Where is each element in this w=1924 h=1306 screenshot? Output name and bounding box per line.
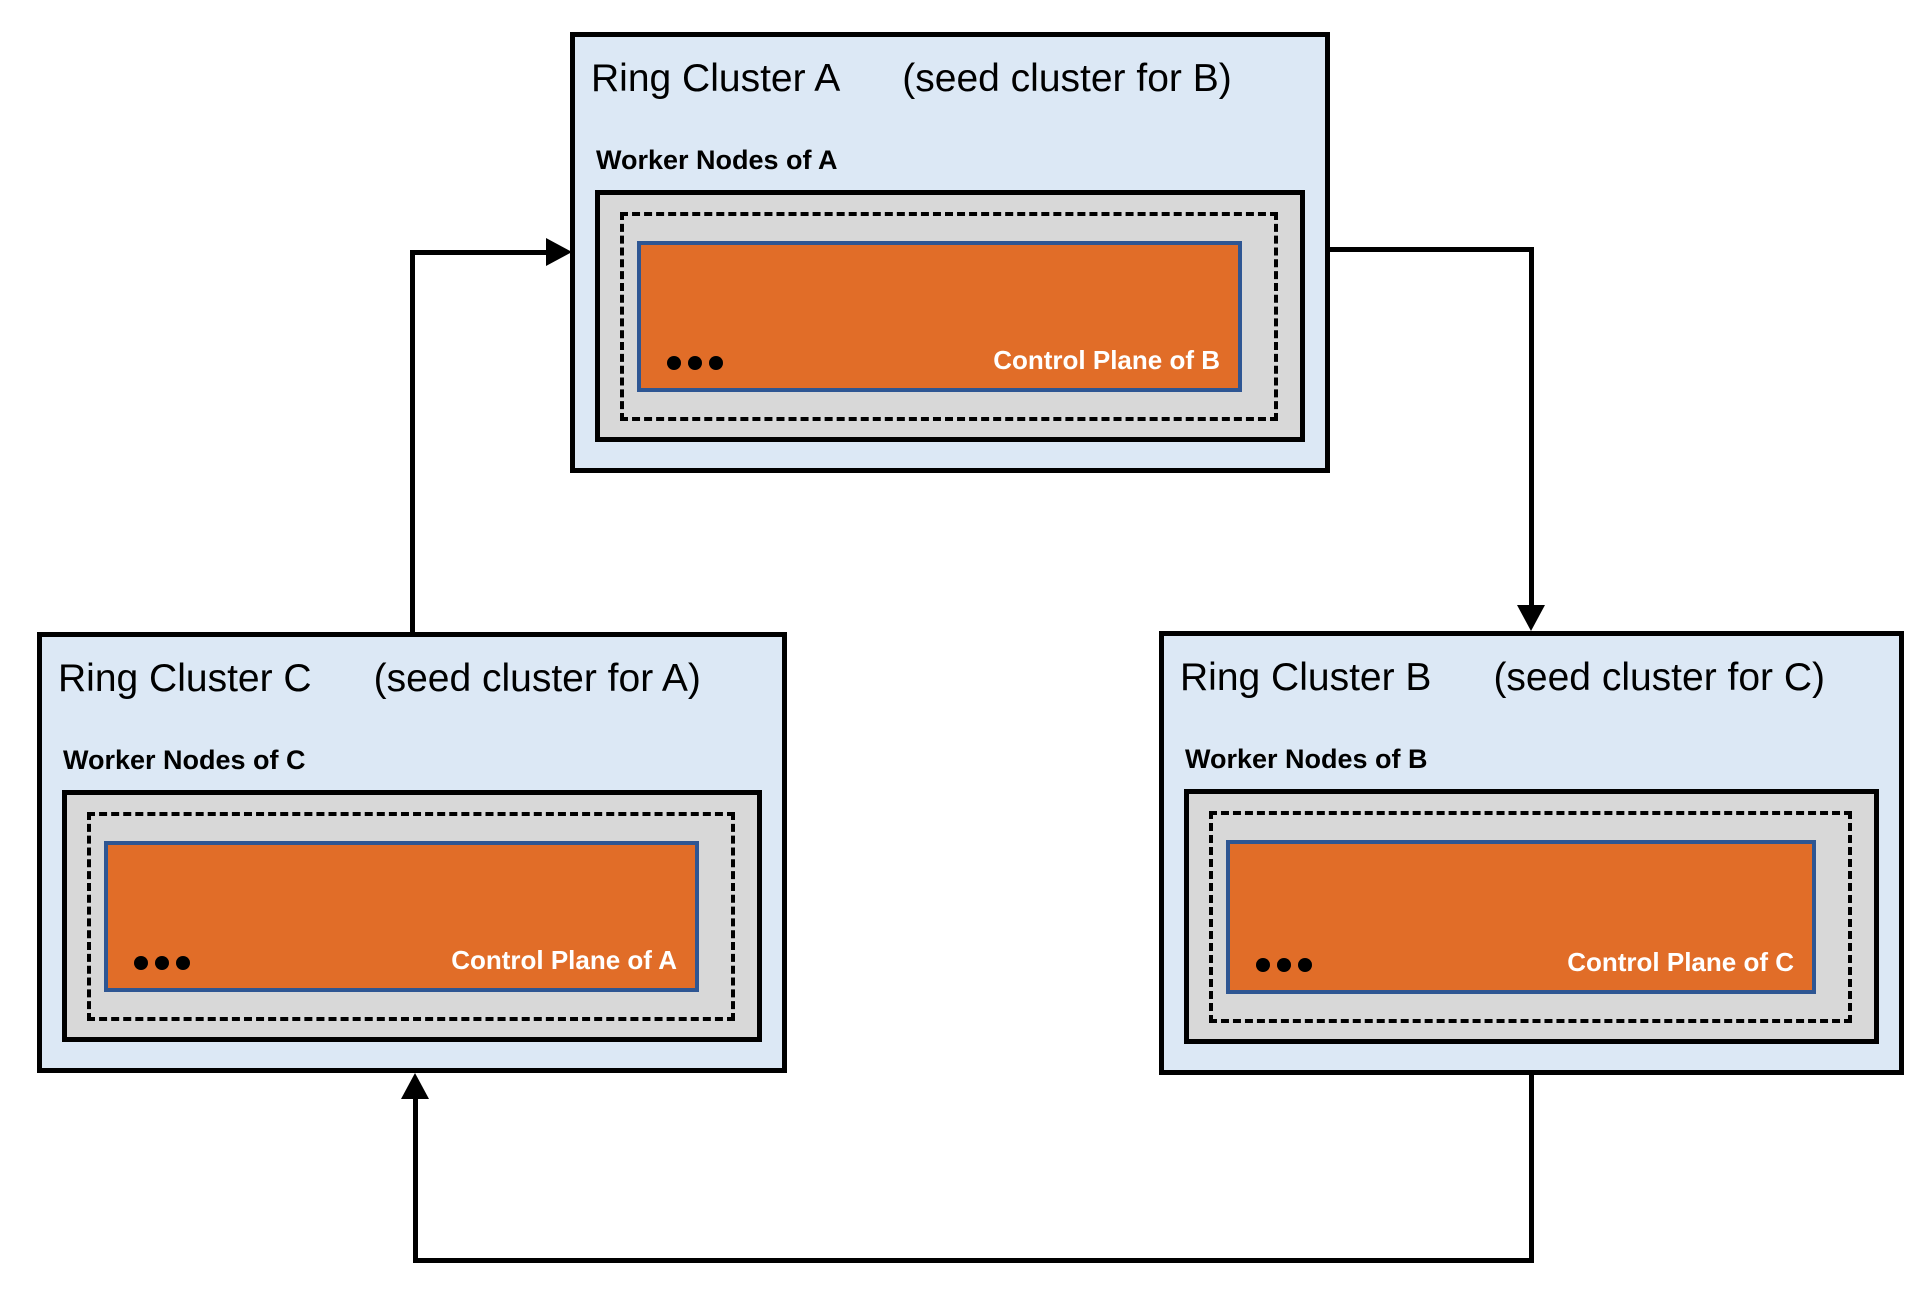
ellipsis-dot	[1256, 958, 1270, 972]
cluster-b-ellipsis	[1256, 958, 1312, 972]
cluster-b-control-plane-label: Control Plane of C	[1567, 947, 1794, 977]
cluster-c-control-plane-label: Control Plane of A	[451, 945, 677, 975]
arrow-c-to-a-vertical-line	[410, 250, 415, 632]
ellipsis-dot	[688, 356, 702, 370]
arrow-b-to-c-horizontal-line	[413, 1258, 1534, 1263]
cluster-c: Ring Cluster C (seed cluster for A) Work…	[37, 632, 787, 1073]
arrow-b-to-c-up-line	[413, 1097, 418, 1263]
ellipsis-dot	[134, 956, 148, 970]
cluster-b: Ring Cluster B (seed cluster for C) Work…	[1159, 631, 1904, 1075]
cluster-b-pod-boundary: Control Plane of C	[1209, 811, 1852, 1023]
cluster-c-ellipsis	[134, 956, 190, 970]
cluster-c-subtitle: (seed cluster for A)	[373, 657, 701, 700]
cluster-b-title: Ring Cluster B	[1180, 656, 1432, 699]
cluster-c-title: Ring Cluster C	[58, 657, 312, 700]
cluster-c-worker-label: Worker Nodes of C	[63, 745, 306, 775]
arrow-c-to-a-horizontal-line	[410, 250, 548, 255]
cluster-a-control-plane-label: Control Plane of B	[993, 345, 1220, 375]
cluster-a-control-plane: Control Plane of B	[637, 241, 1242, 392]
arrow-a-to-b-head	[1517, 605, 1545, 631]
cluster-a-title: Ring Cluster A	[591, 57, 841, 100]
cluster-b-worker-box: Control Plane of C	[1184, 789, 1879, 1044]
cluster-a-pod-boundary: Control Plane of B	[620, 212, 1278, 421]
cluster-c-control-plane: Control Plane of A	[104, 841, 699, 992]
cluster-b-title-row: Ring Cluster B (seed cluster for C)	[1180, 652, 1889, 704]
arrow-a-to-b-vertical-line	[1529, 247, 1534, 609]
ellipsis-dot	[709, 356, 723, 370]
ellipsis-dot	[1277, 958, 1291, 972]
cluster-b-worker-label: Worker Nodes of B	[1185, 744, 1428, 774]
ellipsis-dot	[155, 956, 169, 970]
cluster-a-ellipsis	[667, 356, 723, 370]
arrow-b-to-c-down-line	[1529, 1075, 1534, 1263]
cluster-b-subtitle: (seed cluster for C)	[1493, 656, 1826, 699]
ellipsis-dot	[1298, 958, 1312, 972]
cluster-c-worker-box: Control Plane of A	[62, 790, 762, 1042]
cluster-a-worker-box: Control Plane of B	[595, 190, 1305, 442]
arrow-b-to-c-head	[401, 1073, 429, 1099]
cluster-c-title-row: Ring Cluster C (seed cluster for A)	[58, 653, 772, 705]
cluster-b-control-plane: Control Plane of C	[1226, 840, 1816, 994]
cluster-a-worker-label: Worker Nodes of A	[596, 145, 838, 175]
arrow-a-to-b-horizontal-line	[1330, 247, 1534, 252]
ellipsis-dot	[667, 356, 681, 370]
arrow-c-to-a-head	[546, 238, 572, 266]
cluster-a-title-row: Ring Cluster A (seed cluster for B)	[591, 53, 1315, 105]
ellipsis-dot	[176, 956, 190, 970]
cluster-c-pod-boundary: Control Plane of A	[87, 812, 735, 1021]
cluster-a-subtitle: (seed cluster for B)	[902, 57, 1232, 100]
cluster-a: Ring Cluster A (seed cluster for B) Work…	[570, 32, 1330, 473]
